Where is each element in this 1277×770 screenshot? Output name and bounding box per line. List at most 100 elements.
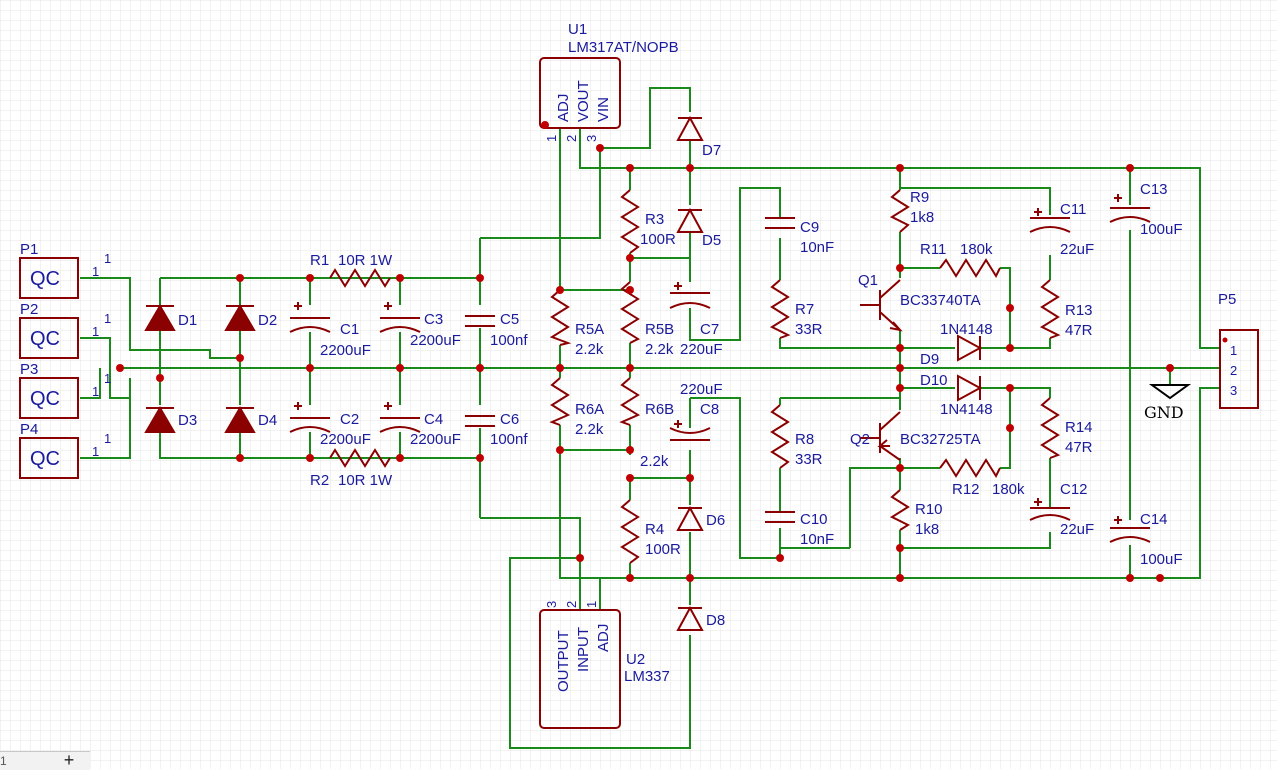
svg-text:2: 2 (564, 601, 579, 608)
capacitor-c4-symbol (379, 417, 421, 433)
capacitor-c1-symbol (289, 317, 331, 333)
transistor-q2-symbol (860, 411, 901, 461)
sheet-tab-bar: 1 + (0, 751, 90, 770)
capacitor-c3-symbol (379, 317, 421, 333)
resistor-r13-ref: R13 (1065, 302, 1093, 319)
resistor-r12-ref: R12 (952, 481, 980, 498)
capacitor-c14-ref: C14 (1140, 511, 1168, 528)
regulator-u1-value: LM317AT/NOPB (568, 39, 679, 56)
resistor-r7-ref: R7 (795, 301, 814, 318)
svg-text:1: 1 (104, 311, 111, 326)
connector-p4-ref: P4 (20, 421, 38, 438)
capacitor-c9-symbol (765, 217, 795, 229)
resistor-r7-symbol (769, 279, 791, 339)
capacitor-c8-symbol (669, 427, 711, 441)
capacitor-c10-ref: C10 (800, 511, 828, 528)
transistor-q1-symbol (860, 279, 903, 332)
diode-d10-value: 1N4148 (940, 401, 993, 418)
svg-text:1: 1 (544, 135, 559, 142)
capacitor-c12-value: 22uF (1060, 521, 1094, 538)
transistor-q2-value: BC32725TA (900, 431, 981, 448)
svg-text:3: 3 (584, 135, 599, 142)
resistor-r9-symbol (889, 189, 910, 233)
svg-text:1: 1 (92, 384, 99, 399)
regulator-u1-ref: U1 (568, 21, 587, 38)
resistor-r12-symbol (939, 458, 1001, 479)
diode-d7-symbol (676, 115, 704, 141)
capacitor-c5-symbol (465, 315, 495, 327)
diode-d1-ref: D1 (178, 312, 197, 329)
regulator-u1-pin-vin: VIN (595, 97, 612, 122)
resistor-r6b-value: 2.2k (640, 453, 669, 470)
connector-p5-ref: P5 (1218, 291, 1236, 308)
component-graphics (19, 57, 1259, 729)
diode-d3-ref: D3 (178, 412, 197, 429)
connector-p2-ref: P2 (20, 301, 38, 318)
diode-d10-ref: D10 (920, 372, 948, 389)
resistor-r8-symbol (770, 404, 790, 469)
capacitor-c9-ref: C9 (800, 219, 819, 236)
wires (80, 87, 1220, 749)
connector-p4-label: QC (30, 448, 60, 470)
diode-d8-symbol (676, 605, 704, 631)
connector-p2-body (19, 317, 79, 359)
regulator-u1-pin-adj: ADJ (555, 94, 572, 122)
resistor-r11-ref: R11 (920, 241, 946, 258)
connector-p3-ref: P3 (20, 361, 38, 378)
resistor-r14-symbol (1040, 397, 1061, 459)
ground-symbol (1148, 384, 1192, 400)
regulator-u2-ref: U2 (626, 651, 645, 668)
svg-text:1: 1 (92, 444, 99, 459)
resistor-r12-value: 180k (992, 481, 1025, 498)
svg-text:2: 2 (564, 135, 579, 142)
resistor-r1-value: 10R 1W (338, 252, 393, 269)
resistor-r4-symbol (620, 499, 640, 564)
resistor-r6b-symbol (619, 377, 641, 426)
diode-d4-symbol (224, 406, 256, 433)
capacitor-c2-symbol (289, 417, 331, 433)
capacitor-c14-value: 100uF (1140, 551, 1183, 568)
ground-label: GND (1144, 403, 1184, 422)
resistor-r4-value: 100R (645, 541, 681, 558)
resistor-r13-value: 47R (1065, 322, 1093, 339)
capacitor-c10-value: 10nF (800, 531, 834, 548)
regulator-u1-pin-vout: VOUT (575, 80, 592, 122)
sheet-tab-scroll[interactable]: 1 (0, 754, 7, 768)
diode-d10-symbol (957, 374, 983, 402)
capacitor-c13-value: 100uF (1140, 221, 1183, 238)
connector-p1-label: QC (30, 268, 60, 290)
regulator-u2-pin-adj: ADJ (595, 624, 612, 652)
resistor-r2-ref: R2 (310, 472, 329, 489)
diode-d3-symbol (144, 406, 176, 433)
resistor-r11-symbol (939, 258, 1001, 279)
resistor-r4-ref: R4 (645, 521, 664, 538)
diode-d2-symbol (224, 304, 256, 331)
capacitor-c1-value: 2200uF (320, 342, 371, 359)
diode-d9-symbol (957, 334, 983, 362)
resistor-r3-symbol (620, 189, 640, 254)
add-sheet-button[interactable]: + (63, 750, 75, 770)
connector-p1-ref: P1 (20, 241, 38, 258)
connector-p5-body (1219, 329, 1259, 409)
capacitor-c7-symbol (669, 292, 711, 309)
capacitor-c12-ref: C12 (1060, 481, 1088, 498)
diode-d4-ref: D4 (258, 412, 277, 429)
diode-d1-symbol (144, 304, 176, 331)
resistor-r9-ref: R9 (910, 189, 929, 206)
diode-d5-ref: D5 (702, 232, 721, 249)
capacitor-c3-value: 2200uF (410, 332, 461, 349)
resistor-r11-value: 180k (960, 241, 993, 258)
regulator-u2-body (539, 609, 621, 729)
capacitor-c9-value: 10nF (800, 239, 834, 256)
diode-d5-symbol (676, 207, 704, 233)
resistor-r8-value: 33R (795, 451, 823, 468)
resistor-r5a-ref: R5A (575, 321, 604, 338)
capacitor-c6-symbol (465, 415, 495, 427)
capacitor-c14-symbol (1109, 527, 1151, 543)
diode-d7-ref: D7 (702, 142, 721, 159)
capacitor-c11-symbol (1029, 217, 1071, 233)
capacitor-c8-ref: C8 (700, 401, 719, 418)
svg-text:1: 1 (584, 601, 599, 608)
